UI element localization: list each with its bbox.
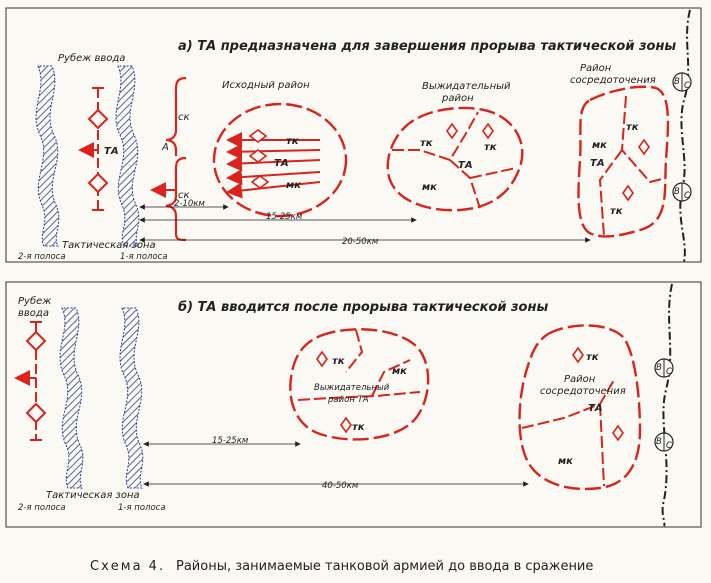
marker-a-2-bottom: С	[684, 191, 690, 201]
panel-b-frame	[5, 281, 702, 528]
caption: Схема 4. Районы, занимаемые танковой арм…	[90, 559, 593, 574]
line-label-a: Рубеж ввода	[58, 52, 125, 64]
army-letter-a: А	[161, 142, 169, 153]
caption-text: Районы, занимаемые танковой армией до вв…	[176, 559, 593, 574]
unit-ta-2a: ТА	[458, 160, 473, 171]
concentration-area-title1: Район	[580, 63, 612, 74]
marker-a-1-top: В	[674, 77, 680, 87]
zone-strip-2-b	[59, 307, 84, 489]
unit-tk-3a: тк	[484, 142, 497, 153]
initial-area-a: Исходный район тк ТА мк	[212, 80, 348, 218]
corps-label-1: ск	[178, 112, 190, 123]
marker-a-1-bottom: С	[684, 81, 690, 91]
unit-mk-3a: мк	[592, 140, 607, 151]
unit-mk-1a: мк	[286, 180, 301, 191]
unit-mk-2a: мк	[422, 182, 437, 193]
waiting-area-title2: район	[441, 93, 474, 104]
concentration-area-b-title3: ТА	[588, 403, 603, 414]
front-line-a	[679, 9, 691, 263]
distance-2b: 40-50км	[322, 481, 359, 491]
line-label-b1: Рубеж	[18, 295, 51, 307]
line-label-b2: ввода	[18, 308, 49, 319]
unit-tk-2a: тк	[420, 138, 433, 149]
panel-a-title: а) ТА предназначена для завершения проры…	[178, 39, 676, 54]
panel-b: б) ТА вводится после прорыва тактической…	[5, 281, 702, 528]
strip2-label-b: 2-я полоса	[18, 503, 66, 513]
caption-prefix: Схема 4.	[90, 559, 165, 574]
front-line-b	[661, 283, 673, 527]
waiting-area-b-title2: район ТА	[327, 395, 369, 405]
corps-label-2: ск	[178, 190, 190, 201]
marker-b-1-bottom: С	[666, 367, 672, 377]
unit-tk-1a: тк	[286, 136, 299, 147]
panel-a: а) ТА предназначена для завершения проры…	[5, 7, 702, 263]
distances-a: 2-10км 15-25км 20-50км	[139, 199, 591, 247]
strip1-label-a: 1-я полоса	[120, 252, 168, 262]
strip2-label-a: 2-я полоса	[18, 252, 66, 262]
zone-strip-1-a	[115, 65, 140, 247]
unit-tk-2b: тк	[352, 422, 365, 433]
waiting-area-b-title1: Выжидательный	[314, 383, 390, 393]
unit-tk-1b: тк	[332, 356, 345, 367]
unit-ta-1a: ТА	[274, 158, 289, 169]
zone-label-a: Тактическая зона	[62, 240, 156, 251]
unit-ta-3a: ТА	[590, 158, 605, 169]
unit-tk-4a: тк	[626, 122, 639, 133]
concentration-area-b: тк мк Район сосредоточения ТА	[518, 324, 642, 491]
concentration-area-b-title1: Район	[564, 374, 596, 385]
unit-mk-1b: мк	[392, 366, 407, 377]
marker-b-2-bottom: С	[666, 441, 672, 451]
army-symbol-b	[14, 321, 47, 441]
zone-strip-2-a	[35, 65, 60, 247]
distance-1a: 2-10км	[174, 199, 205, 209]
marker-b-2: В С	[654, 432, 674, 452]
army-label-a: ТА	[104, 146, 119, 157]
panel-b-title: б) ТА вводится после прорыва тактической…	[178, 300, 548, 315]
initial-area-title: Исходный район	[222, 80, 310, 91]
corps-group-a: ск А ск	[150, 76, 190, 242]
army-symbol-a: ТА	[78, 87, 119, 211]
concentration-area-a: Район сосредоточения тк мк ТА тк	[570, 63, 670, 238]
waiting-area-title1: Выжидательный	[422, 81, 511, 92]
distance-3a: 20-50км	[342, 237, 379, 247]
distance-2a: 15-25км	[266, 212, 303, 222]
unit-tk-5a: тк	[610, 206, 623, 217]
zone-strip-1-b	[119, 307, 144, 489]
concentration-area-title2: сосредоточения	[570, 75, 656, 86]
strip1-label-b: 1-я полоса	[118, 503, 166, 513]
waiting-area-a: Выжидательный район тк тк ТА мк	[386, 81, 524, 212]
marker-a-1: В С	[672, 72, 692, 92]
marker-b-1-top: В	[656, 363, 662, 373]
marker-a-2: В С	[672, 182, 692, 202]
concentration-area-b-title2: сосредоточения	[540, 386, 626, 397]
unit-tk-3b: тк	[586, 352, 599, 363]
zone-label-b: Тактическая зона	[46, 490, 140, 501]
marker-b-2-top: В	[656, 437, 662, 447]
unit-mk-2b: мк	[558, 456, 573, 467]
waiting-area-b: тк мк тк Выжидательный район ТА	[289, 328, 430, 441]
panel-a-frame	[5, 7, 702, 263]
distances-b: 15-25км 40-50км	[143, 436, 529, 491]
marker-b-1: В С	[654, 358, 674, 378]
marker-a-2-top: В	[674, 187, 680, 197]
distance-1b: 15-25км	[212, 436, 249, 446]
